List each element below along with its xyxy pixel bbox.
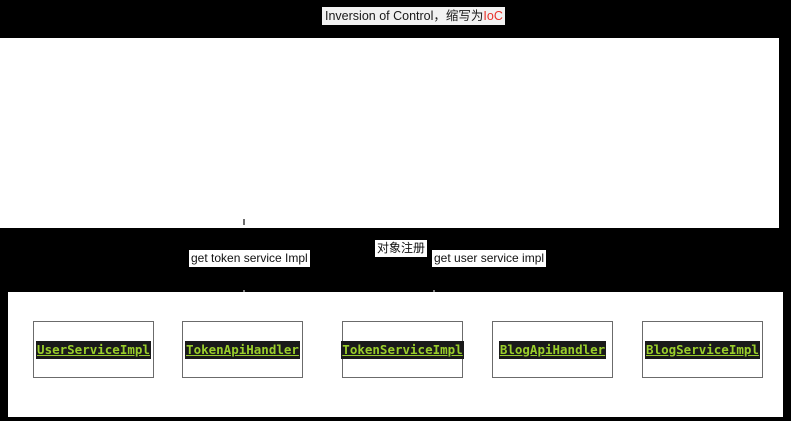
component-box-token-service-impl[interactable]: TokenServiceImpl — [341, 321, 464, 378]
component-label: TokenServiceImpl — [341, 340, 464, 359]
component-label: TokenApiHandler — [185, 340, 300, 359]
page-title-main: Inversion of Control，缩写为 — [325, 9, 484, 23]
component-box-blog-api-handler[interactable]: BlogApiHandler — [492, 321, 613, 378]
page-title: Inversion of Control，缩写为IoC — [322, 7, 505, 25]
upper-diagram-canvas — [0, 38, 779, 228]
page-title-accent: IoC — [483, 9, 503, 23]
label-get-token-service-impl: get token service Impl — [189, 250, 310, 267]
title-bar: Inversion of Control，缩写为IoC — [0, 0, 791, 30]
component-box-user-service-impl[interactable]: UserServiceImpl — [33, 321, 154, 378]
connector-tick-mark — [243, 219, 245, 225]
component-label: UserServiceImpl — [36, 340, 151, 359]
component-label: BlogServiceImpl — [645, 340, 760, 359]
component-label: BlogApiHandler — [498, 340, 607, 359]
component-box-blog-service-impl[interactable]: BlogServiceImpl — [642, 321, 763, 378]
component-box-token-api-handler[interactable]: TokenApiHandler — [182, 321, 303, 378]
label-get-user-service-impl: get user service impl — [432, 250, 547, 267]
label-object-registration: 对象注册 — [375, 240, 428, 257]
